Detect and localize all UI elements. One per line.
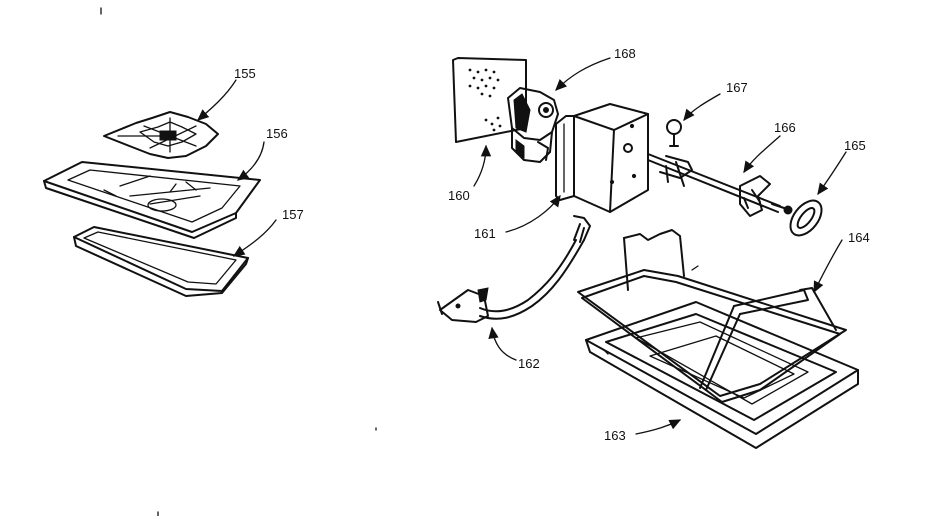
label-156: 156	[266, 126, 288, 141]
part-163-drip-pan	[585, 301, 859, 449]
label-167: 167	[726, 80, 748, 95]
label-157: 157	[282, 207, 304, 222]
leader-lines	[197, 57, 847, 435]
part-167-thumb-screw	[666, 119, 682, 147]
part-166-spit-rod	[647, 153, 781, 217]
part-165-spit-handle	[771, 199, 823, 237]
part-160-mounting-plate	[452, 57, 527, 143]
label-165: 165	[844, 138, 866, 153]
label-163: 163	[604, 428, 626, 443]
label-155: 155	[234, 66, 256, 81]
part-161-gear-box	[555, 103, 649, 213]
label-164: 164	[848, 230, 870, 245]
part-155-grill-rack	[103, 111, 219, 159]
label-161: 161	[474, 226, 496, 241]
part-168-motor	[507, 87, 559, 163]
part-164-wire-rack	[577, 229, 847, 403]
callout-labels: 155 156 157 160 161 162 163 164 165 166 …	[234, 46, 870, 443]
part-157-drip-tray	[73, 226, 249, 297]
part-156-broiler-pan	[43, 161, 261, 239]
label-160: 160	[448, 188, 470, 203]
label-168: 168	[614, 46, 636, 61]
part-162-power-cord	[437, 215, 591, 323]
label-166: 166	[774, 120, 796, 135]
scan-marks	[100, 7, 377, 516]
label-162: 162	[518, 356, 540, 371]
